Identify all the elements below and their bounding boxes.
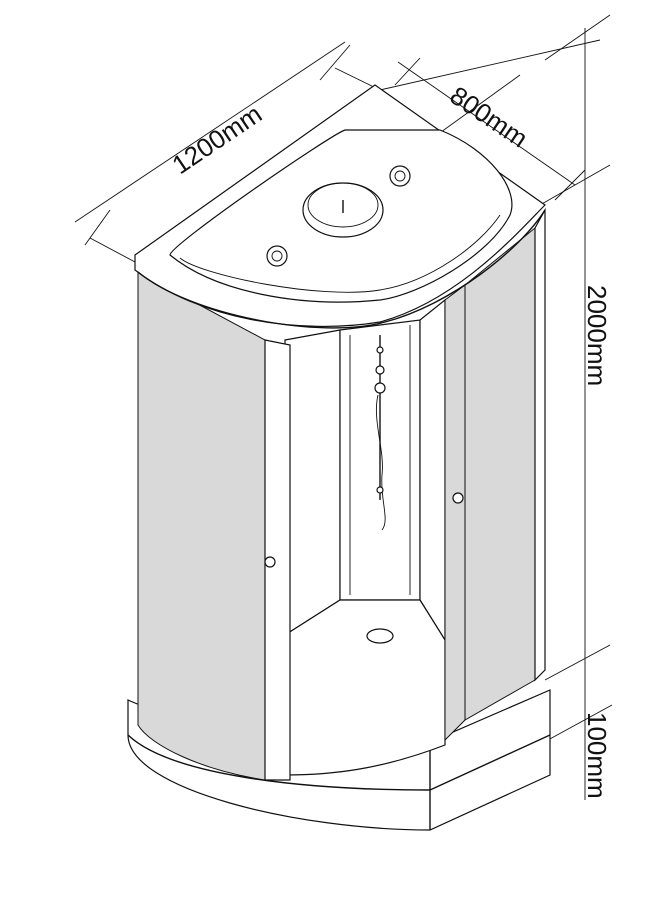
door-handle-icon xyxy=(264,556,276,568)
door-handle-icon xyxy=(452,492,464,504)
left-curved-door xyxy=(137,271,291,781)
valve-icon xyxy=(375,365,385,375)
valve-icon xyxy=(376,346,384,354)
shower-column xyxy=(374,335,386,531)
drain-icon xyxy=(366,628,394,644)
holder-icon xyxy=(376,486,384,494)
rear-walls xyxy=(284,298,446,776)
mixer-icon xyxy=(374,382,386,394)
roof xyxy=(134,84,546,329)
base-height-dimension-label: 100mm xyxy=(582,712,612,799)
right-glass-panel xyxy=(444,207,546,742)
height-dimension-label: 2000mm xyxy=(582,285,612,386)
width-dimension-label: 1200mm xyxy=(167,99,268,180)
vent-icon xyxy=(389,165,411,187)
speaker-icon xyxy=(266,245,288,267)
